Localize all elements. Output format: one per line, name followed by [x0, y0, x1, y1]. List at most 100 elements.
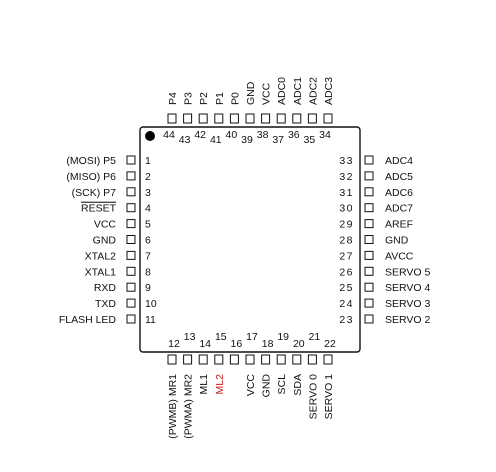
pin-number-26: 26	[339, 266, 354, 278]
pin-label-2: (MISO) P6	[66, 171, 116, 183]
pin-number-42: 42	[194, 129, 206, 141]
pin-pad-bottom-12	[167, 354, 177, 365]
pin-label-39: GND	[245, 81, 257, 105]
pin-pad-right-32	[364, 171, 374, 181]
pin-label-19: SCL	[276, 374, 288, 395]
pin-label-32: ADC5	[385, 171, 413, 183]
pin-pad-left-6	[126, 235, 136, 244]
pin-pad-top-43	[183, 113, 193, 124]
pin-pad-top-38	[261, 113, 271, 124]
pin-pad-left-10	[126, 298, 136, 308]
pin-pad-right-24	[364, 298, 374, 308]
pin-pad-bottom-21	[307, 354, 317, 365]
pin-label-6: GND	[93, 235, 117, 247]
pin-label-33: ADC4	[385, 155, 413, 167]
pin-number-20: 20	[293, 338, 305, 350]
pin-number-31: 31	[339, 187, 354, 199]
pin-pad-bottom-16	[229, 354, 239, 365]
pin-number-11: 11	[145, 314, 156, 326]
pin-pad-right-27	[364, 250, 374, 260]
pin-pad-top-41	[214, 113, 224, 124]
pin-number-33: 33	[339, 155, 354, 167]
pin-pad-top-35	[307, 113, 317, 124]
pin-number-19: 19	[277, 331, 289, 343]
pin-label-26: SERVO 5	[385, 266, 430, 278]
pin-label-9: RXD	[94, 282, 117, 294]
pin-label-14: ML1	[198, 374, 210, 395]
pin-number-12: 12	[168, 338, 180, 350]
pin-number-7: 7	[145, 250, 151, 262]
pin-label-17: VCC	[245, 374, 257, 397]
pin-label-12: (PWMB) MR1	[167, 374, 179, 439]
pin-number-3: 3	[145, 187, 151, 199]
pin-pad-top-36	[292, 113, 302, 124]
pin-number-28: 28	[339, 235, 354, 247]
pin-label-4: RESET	[81, 203, 117, 215]
chip-body	[139, 126, 361, 353]
pin-label-31: ADC6	[385, 187, 413, 199]
pin-number-24: 24	[339, 298, 354, 310]
pin-number-10: 10	[145, 298, 157, 310]
pin-label-38: VCC	[261, 82, 273, 105]
pin-label-20: SDA	[292, 374, 304, 396]
pin-pad-left-5	[126, 219, 136, 229]
pin-label-28: GND	[385, 235, 409, 247]
pin-label-37: ADC0	[276, 77, 288, 105]
pin-number-38: 38	[257, 129, 269, 141]
pin-pad-bottom-22	[323, 354, 333, 365]
pin-number-34: 34	[319, 129, 331, 141]
pin-pad-left-7	[126, 250, 136, 260]
pin-label-11: FLASH LED	[59, 314, 117, 326]
pin-label-42: P2	[198, 92, 210, 105]
pin-pad-left-4	[126, 203, 136, 213]
pin-number-39: 39	[241, 134, 253, 146]
pin-number-35: 35	[304, 134, 316, 146]
pin-label-13: (PWMA) MR2	[183, 374, 195, 439]
pin-pad-left-3	[126, 187, 136, 197]
pin-label-7: XTAL2	[85, 250, 116, 262]
pin-number-17: 17	[246, 331, 258, 343]
pin-label-15: ML2	[214, 374, 226, 395]
pin-label-5: VCC	[94, 219, 117, 231]
pin-label-21: SERVO 0	[307, 374, 319, 419]
pin-pad-left-9	[126, 282, 136, 292]
pin-number-5: 5	[145, 219, 151, 231]
pin-number-29: 29	[339, 219, 354, 231]
pin-label-1: (MOSI) P5	[66, 155, 116, 167]
pin-label-24: SERVO 3	[385, 298, 430, 310]
pin-label-40: P0	[229, 92, 241, 105]
pin-number-41: 41	[210, 134, 222, 146]
pin-number-1: 1	[145, 155, 151, 167]
pin-number-16: 16	[231, 338, 243, 350]
pin-label-30: ADC7	[385, 203, 413, 215]
pin-number-23: 23	[339, 314, 354, 326]
pin-pad-top-40	[229, 113, 239, 124]
pin-number-6: 6	[145, 235, 151, 247]
pin-pad-left-1	[126, 155, 136, 165]
pin1-indicator-dot	[145, 131, 155, 141]
pin-label-23: SERVO 2	[385, 314, 430, 326]
pin-number-22: 22	[324, 338, 336, 350]
pin-number-36: 36	[288, 129, 300, 141]
pin-number-32: 32	[339, 171, 354, 183]
pin-label-35: ADC2	[307, 77, 319, 105]
pin-number-13: 13	[184, 331, 196, 343]
pin-pad-top-39	[245, 113, 255, 124]
pin-pad-right-33	[364, 155, 374, 165]
pin-pad-top-37	[276, 113, 286, 124]
pin-label-3: (SCK) P7	[72, 187, 117, 199]
pin-pad-bottom-14	[198, 354, 208, 365]
pin-number-4: 4	[145, 203, 151, 215]
pin-label-29: AREF	[385, 219, 413, 231]
pin-label-25: SERVO 4	[385, 282, 430, 294]
pin-label-44: P4	[167, 92, 179, 105]
pin-number-27: 27	[339, 250, 354, 262]
pin-pad-left-11	[126, 314, 136, 324]
pin-number-43: 43	[179, 134, 191, 146]
pin-number-21: 21	[309, 331, 321, 343]
pin-pad-left-2	[126, 171, 136, 181]
pin-pad-bottom-20	[292, 354, 302, 365]
pin-number-25: 25	[339, 282, 354, 294]
pin-pad-bottom-13	[183, 354, 193, 365]
